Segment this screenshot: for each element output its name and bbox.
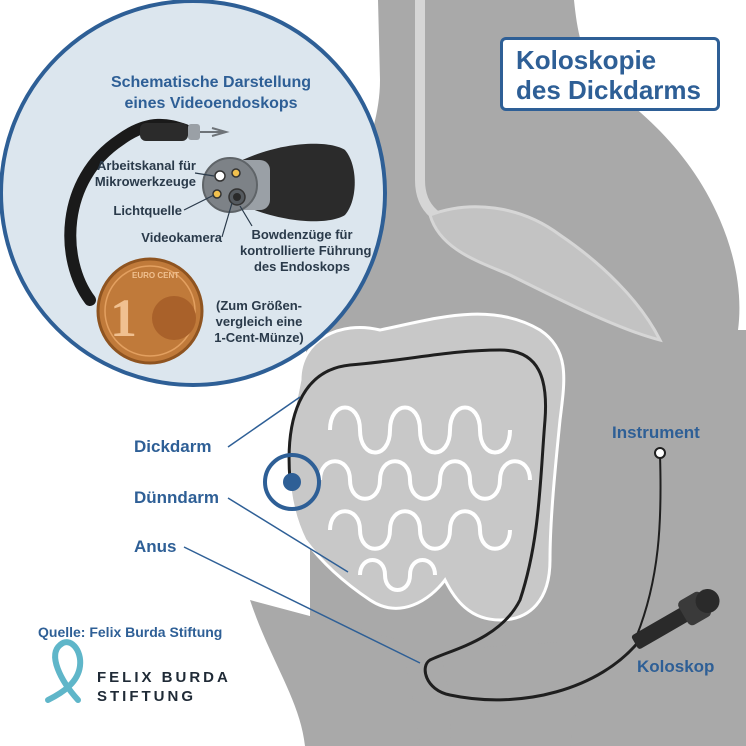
label-videokamera: Videokamera <box>106 230 222 246</box>
coin-text: EURO CENT <box>132 271 179 280</box>
label-arbeitskanal-line-1: Arbeitskanal für <box>84 158 196 174</box>
label-bowdenzuege: Bowdenzüge für kontrollierte Führung des… <box>240 227 364 275</box>
label-anus: Anus <box>134 537 177 557</box>
label-bowden-line-1: Bowdenzüge für <box>240 227 364 243</box>
label-arbeitskanal-line-2: Mikrowerkzeuge <box>84 174 196 190</box>
right-leg <box>440 640 590 746</box>
title-line-2: des Dickdarms <box>516 75 717 105</box>
label-bowden-line-3: des Endoskops <box>240 259 364 275</box>
inset-title-line-2: eines Videoendoskops <box>96 93 326 114</box>
source-note: Quelle: Felix Burda Stiftung <box>38 624 222 640</box>
logo-wordmark: FELIX BURDA STIFTUNG <box>97 668 231 706</box>
label-lichtquelle: Lichtquelle <box>90 203 182 219</box>
title-box: Koloskopie des Dickdarms <box>500 37 720 111</box>
label-dickdarm: Dickdarm <box>134 437 211 457</box>
logo-line-2: STIFTUNG <box>97 687 231 706</box>
coin-value: 1 <box>110 288 137 348</box>
label-koloskop: Koloskop <box>637 657 714 677</box>
label-instrument: Instrument <box>612 423 700 443</box>
label-coin-line-3: 1-Cent-Münze) <box>206 330 312 346</box>
label-coin-line-1: (Zum Größen- <box>206 298 312 314</box>
felix-burda-logo-icon <box>48 642 80 700</box>
inset-title: Schematische Darstellung eines Videoendo… <box>96 72 326 114</box>
label-duenndarm: Dünndarm <box>134 488 219 508</box>
instrument-tip-icon <box>655 448 665 458</box>
label-coin-comparison: (Zum Größen- vergleich eine 1-Cent-Münze… <box>206 298 312 346</box>
label-arbeitskanal: Arbeitskanal für Mikrowerkzeuge <box>84 158 196 190</box>
logo-line-1: FELIX BURDA <box>97 668 231 687</box>
inset-title-line-1: Schematische Darstellung <box>96 72 326 93</box>
label-coin-line-2: vergleich eine <box>206 314 312 330</box>
dickdarm-highlight-dot <box>283 473 301 491</box>
title-line-1: Koloskopie <box>516 45 717 75</box>
label-bowden-line-2: kontrollierte Führung <box>240 243 364 259</box>
